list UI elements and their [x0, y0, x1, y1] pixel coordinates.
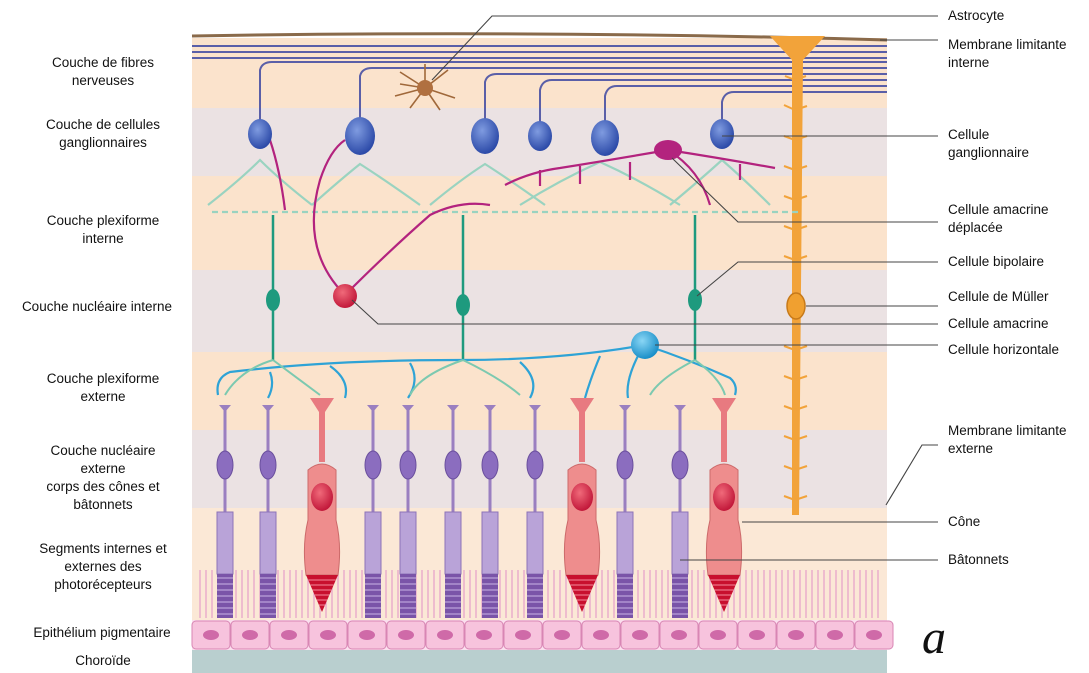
pigment-epithelium-cells [191, 620, 894, 650]
cone-cell [563, 398, 601, 612]
bipolar-cell [266, 289, 280, 311]
panel-letter: a [922, 611, 946, 664]
rod-cell [259, 405, 277, 618]
ganglion-cell [248, 119, 272, 149]
leader-bipolar [696, 261, 938, 297]
horizontal-cell-body [631, 331, 659, 359]
pigment-epithelium-cell [308, 620, 348, 650]
pigment-epithelium-cell [230, 620, 270, 650]
label-outer-nuclear-layer: Couche nucléaire externe corps des cônes… [46, 443, 160, 512]
label-cone: Cône [948, 514, 981, 529]
ganglion-cells [248, 117, 734, 156]
rod-cells [216, 405, 689, 618]
label-rods: Bâtonnets [948, 552, 1009, 567]
amacrine-cells [268, 139, 776, 308]
displaced-amacrine-cell [654, 140, 682, 160]
pigment-epithelium-cell [776, 620, 816, 650]
pigment-epithelium-cell [464, 620, 504, 650]
pigment-epithelium-cell [503, 620, 543, 650]
label-photoreceptor-segments: Segments internes et externes des photor… [39, 541, 167, 592]
leader-outer-limiting-membrane [885, 444, 938, 506]
label-astrocyte: Astrocyte [948, 8, 1005, 23]
layer-inner-nuclear [192, 270, 887, 352]
bipolar-cell [456, 294, 470, 316]
pigment-epithelium-cell [269, 620, 309, 650]
label-muller-cell: Cellule de Müller [948, 289, 1049, 304]
layer-choroid [192, 650, 887, 673]
label-outer-plexiform-layer: Couche plexiforme externe [46, 371, 160, 404]
rod-cell [364, 405, 382, 618]
rod-cell [399, 405, 417, 618]
pigment-epithelium-cell [698, 620, 738, 650]
leader-amacrine [351, 299, 938, 325]
horizontal-cell [216, 331, 737, 399]
rod-cell [216, 405, 234, 618]
layer-outer-plexiform [192, 352, 887, 430]
rod-cell [444, 405, 462, 618]
pigment-epithelium-cell [815, 620, 855, 650]
leader-astrocyte [431, 15, 938, 81]
cone-cell [303, 398, 341, 612]
muller-cell-nucleus [786, 292, 806, 320]
layer-inner-plexiform [192, 176, 887, 270]
label-pigment-epithelium: Epithélium pigmentaire [33, 625, 171, 640]
ganglion-cell [345, 117, 375, 155]
label-bipolar-cell: Cellule bipolaire [948, 254, 1045, 269]
label-inner-nuclear-layer: Couche nucléaire interne [21, 299, 173, 314]
pigment-epithelium-cell [854, 620, 894, 650]
label-amacrine-cell: Cellule amacrine [948, 316, 1049, 331]
ganglion-cell [710, 119, 734, 149]
nerve-fibers [192, 45, 887, 122]
ganglion-cell [471, 118, 499, 154]
amacrine-cell [333, 284, 357, 308]
pigment-epithelium-cell [386, 620, 426, 650]
pigment-epithelium-cell [347, 620, 387, 650]
pigment-epithelium-cell [581, 620, 621, 650]
rod-cell [481, 405, 499, 618]
pigment-epithelium-cell [191, 620, 231, 650]
rod-cell [671, 405, 689, 618]
rod-cell [616, 405, 634, 618]
label-ganglion-cell: Cellule ganglionnaire [948, 127, 1030, 160]
muller-cell [770, 36, 825, 515]
cone-cells [303, 398, 743, 612]
label-horizontal-cell: Cellule horizontale [948, 342, 1060, 357]
ganglion-cell [528, 121, 552, 151]
pigment-epithelium-cell [737, 620, 777, 650]
ganglion-cell [591, 120, 619, 156]
pigment-epithelium-cell [620, 620, 660, 650]
label-ganglion-cell-layer: Couche de cellules ganglionnaires [45, 117, 161, 150]
label-outer-limiting-membrane: Membrane limitante externe [948, 423, 1067, 456]
leader-lines [351, 15, 938, 561]
label-nerve-fiber-layer: Couche de fibres nerveuses [51, 55, 155, 88]
rod-cell [526, 405, 544, 618]
bipolar-cell [688, 289, 702, 311]
leader-displaced-amacrine [671, 157, 938, 223]
cone-cell [705, 398, 743, 612]
label-inner-plexiform-layer: Couche plexiforme interne [46, 213, 160, 246]
astrocyte [394, 64, 456, 111]
label-inner-limiting-membrane: Membrane limitante interne [948, 37, 1067, 70]
pigment-epithelium-cell [542, 620, 582, 650]
pigment-epithelium-cell [425, 620, 465, 650]
pigment-epithelium-cell [659, 620, 699, 650]
label-displaced-amacrine-cell: Cellule amacrine déplacée [948, 202, 1049, 235]
label-choroid: Choroïde [75, 653, 131, 668]
